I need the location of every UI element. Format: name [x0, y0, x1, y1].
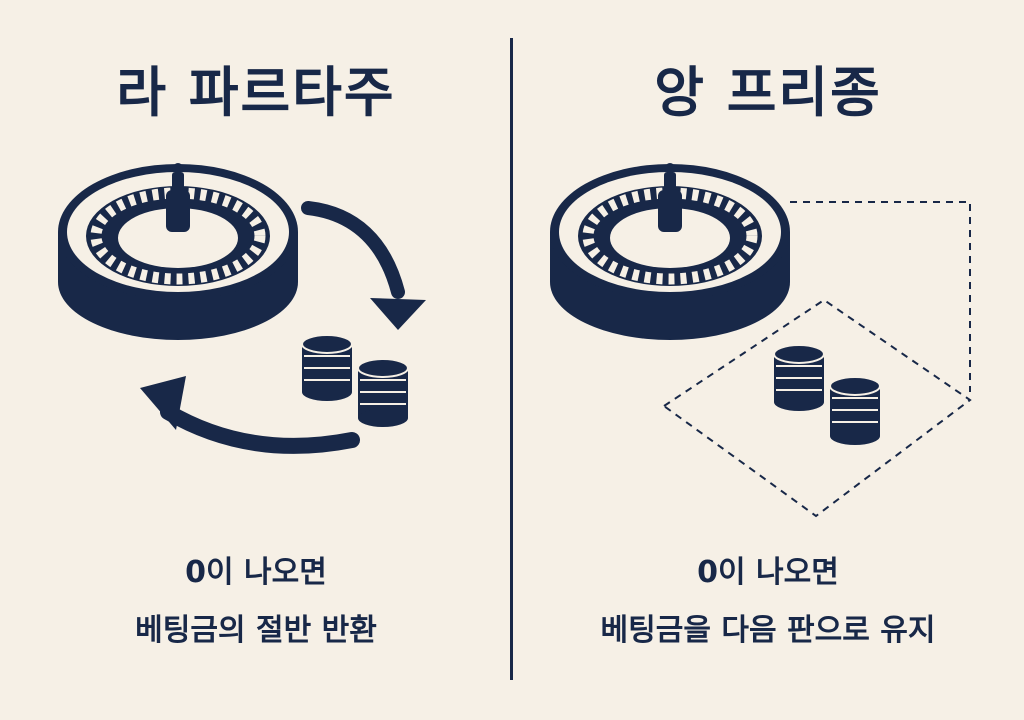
en-prison-line1: 0이 나오면 [697, 555, 839, 590]
dashed-zone-icon [662, 201, 972, 518]
en-prison-panel: 앙 프리종 [512, 0, 1024, 720]
chip-stack-icon [301, 334, 409, 427]
chip-stack-icon [773, 344, 881, 445]
center-divider [510, 38, 513, 680]
la-partage-line2: 베팅금의 절반 반환 [135, 613, 377, 648]
la-partage-title: 라 파르타주 [116, 61, 396, 124]
la-partage-illustration [58, 163, 426, 454]
en-prison-title: 앙 프리종 [654, 61, 882, 124]
roulette-wheel-icon [58, 163, 298, 340]
en-prison-line2: 베팅금을 다음 판으로 유지 [600, 613, 936, 648]
en-prison-illustration [550, 163, 972, 518]
return-arrow-icon [140, 201, 426, 454]
la-partage-panel: 라 파르타주 [58, 61, 426, 648]
la-partage-line1: 0이 나오면 [185, 555, 327, 590]
roulette-wheel-icon [550, 163, 790, 340]
